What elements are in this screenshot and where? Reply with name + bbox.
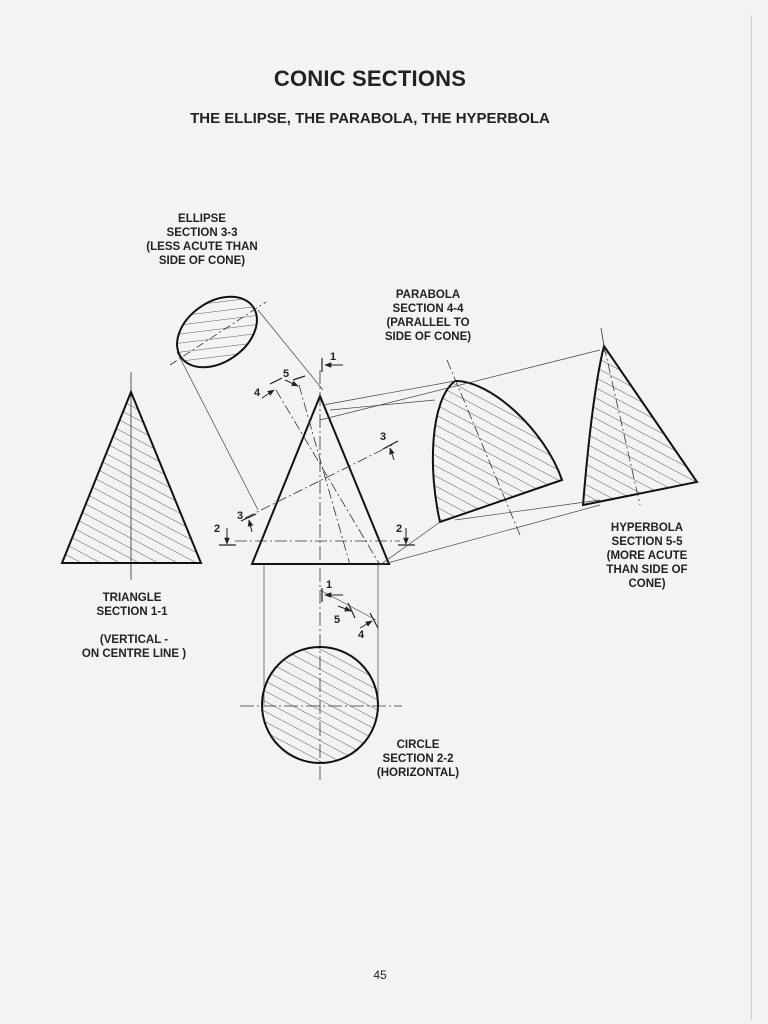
cone-elevation xyxy=(235,370,400,780)
label-section-5-bottom: 5 xyxy=(334,614,341,626)
page-title: CONIC SECTIONS xyxy=(273,66,467,91)
hyperbola-axis xyxy=(603,345,641,506)
label-section-1-bottom: 1 xyxy=(326,579,333,591)
cone-outline xyxy=(250,393,391,565)
section-line-4-4 xyxy=(275,389,381,566)
circle-shape xyxy=(261,646,379,764)
parabola-axis xyxy=(446,359,521,536)
circle-caption: CIRCLE SECTION 2-2 (HORIZONTAL) xyxy=(376,739,460,779)
triangle-note: (VERTICAL - ON CENTRE LINE ) xyxy=(81,634,187,660)
circle-section xyxy=(240,646,402,764)
label-section-1-top: 1 xyxy=(330,351,337,363)
label-section-4-top: 4 xyxy=(254,387,261,399)
ellipse-caption: ELLIPSE SECTION 3-3 (LESS ACUTE THAN SID… xyxy=(146,213,258,267)
label-section-5-top: 5 xyxy=(283,368,290,380)
label-section-3-left: 3 xyxy=(237,510,244,522)
hyperbola-caption: HYPERBOLA SECTION 5-5 (MORE ACUTE THAN S… xyxy=(606,522,688,590)
ellipse-shape xyxy=(176,295,258,369)
label-section-4-bottom: 4 xyxy=(358,629,365,641)
triangle-caption: TRIANGLE SECTION 1-1 xyxy=(96,592,168,618)
label-section-3-right: 3 xyxy=(380,431,387,443)
ellipse-axis xyxy=(169,301,267,366)
hyperbola-shape xyxy=(581,343,699,507)
parabola-shape xyxy=(431,379,564,524)
label-section-2-left: 2 xyxy=(214,523,221,535)
page-number: 45 xyxy=(373,968,387,982)
page-subtitle: THE ELLIPSE, THE PARABOLA, THE HYPERBOLA xyxy=(190,110,550,127)
section-line-5-5 xyxy=(298,384,351,566)
parabola-section xyxy=(319,349,601,566)
ellipse-section xyxy=(169,295,324,511)
parabola-caption: PARABOLA SECTION 4-4 (PARALLEL TO SIDE O… xyxy=(384,289,472,343)
section-line-3-3 xyxy=(244,444,393,519)
hyperbola-section xyxy=(379,327,699,566)
page-edge xyxy=(751,15,752,1020)
triangle-shape xyxy=(60,389,203,564)
label-section-2-right: 2 xyxy=(396,523,403,535)
triangle-section xyxy=(60,372,203,580)
section-markers xyxy=(219,358,415,629)
